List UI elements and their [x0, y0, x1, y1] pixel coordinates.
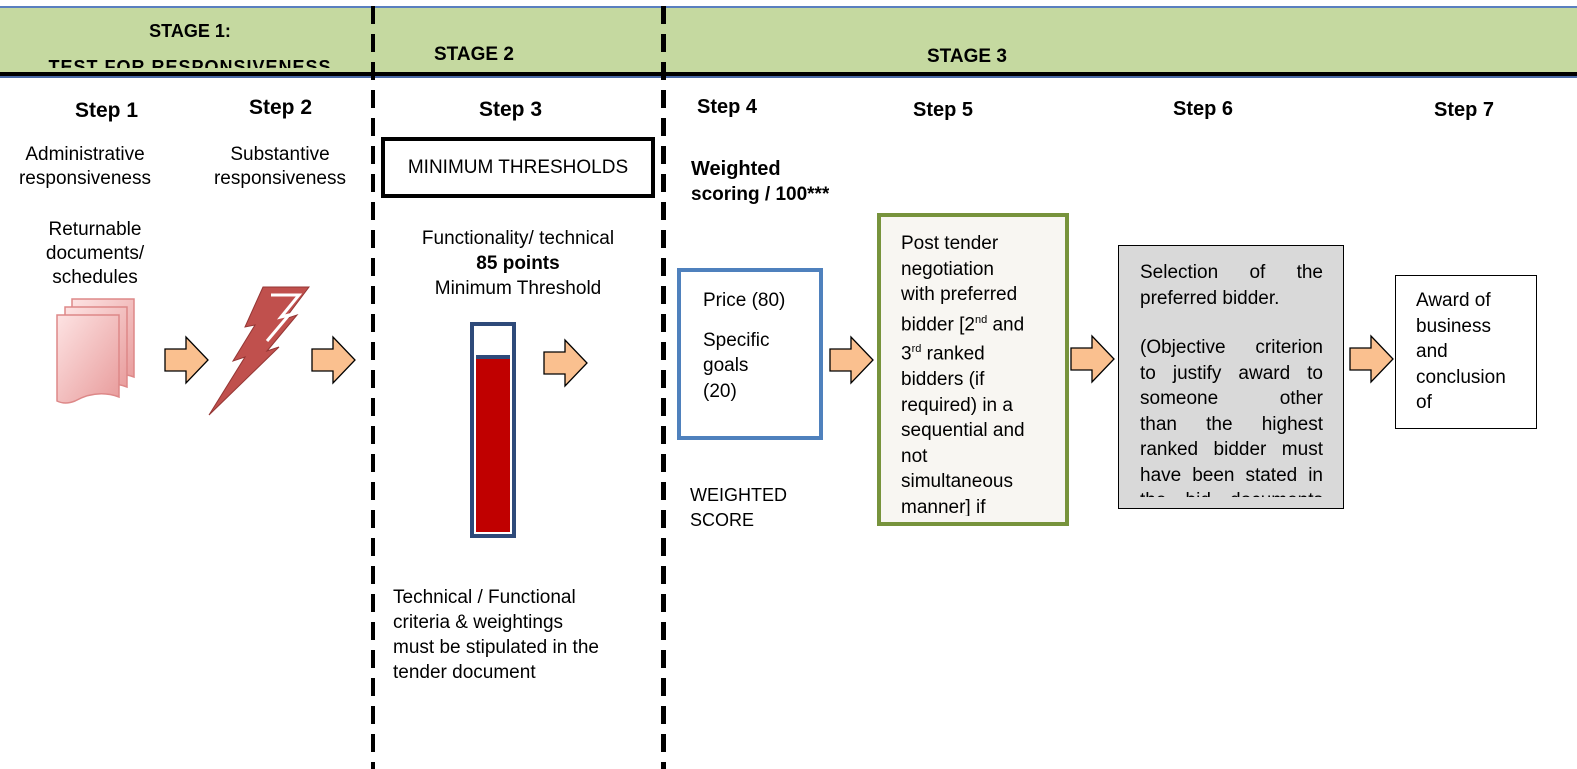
step-7-heading: Step 7: [1434, 99, 1495, 121]
step-4-heading: Step 4: [697, 96, 758, 118]
selection-line: (Objective criterion: [1140, 337, 1323, 358]
stage-separator-2: [661, 6, 666, 769]
points-label: 85 points: [476, 253, 560, 274]
threshold-bar-fill: [476, 355, 510, 532]
negotiation-text-part: bidder [2: [901, 313, 975, 335]
step-1-documents-label: Returnable documents/ schedules: [20, 218, 170, 290]
award-line: of: [1416, 392, 1432, 413]
score-line: WEIGHTED: [690, 485, 787, 505]
step-3-description: Functionality/ technical 85 points Minim…: [383, 226, 653, 301]
selection-line: preferred bidder.: [1140, 287, 1280, 309]
selection-line: the bid documents: [1140, 488, 1323, 497]
selection-line: someone other: [1140, 388, 1323, 409]
arrow-right-icon: [543, 338, 588, 388]
threshold-label: Minimum Threshold: [434, 278, 602, 299]
step-6-heading: Step 6: [1173, 98, 1234, 120]
stage-1-title: STAGE 1: TEST FOR RESPONSIVENESS: [30, 8, 350, 68]
arrow-right-icon: [1070, 334, 1115, 384]
score-line: SCORE: [690, 510, 755, 530]
stage-header-rule-accent: [0, 76, 1577, 78]
stage-header-rule: [0, 72, 1577, 76]
step-1-heading: Step 1: [75, 99, 139, 122]
minimum-thresholds-label: MINIMUM THRESHOLDS: [407, 156, 629, 178]
negotiation-line: manner] if: [901, 496, 986, 516]
note-line: tender document: [393, 662, 536, 683]
heading-line: scoring / 100***: [691, 184, 830, 204]
stage-separator-1: [371, 6, 375, 769]
weighted-scoring-heading: Weighted scoring / 100***: [691, 157, 829, 204]
note-line: must be stipulated in the: [393, 637, 599, 658]
documents-icon: [56, 298, 135, 404]
award-line: Award of: [1416, 290, 1491, 311]
step-2-line: Substantive: [230, 144, 330, 165]
stage-1-subtitle: TEST FOR RESPONSIVENESS: [48, 57, 332, 68]
step-5-heading: Step 5: [913, 99, 974, 121]
superscript: nd: [974, 313, 988, 326]
negotiation-line: with preferred: [901, 284, 1018, 305]
lightning-icon: [208, 286, 310, 416]
selection-line: than the highest: [1140, 413, 1323, 435]
step-2-line: responsiveness: [213, 168, 347, 189]
selection-text: Selection of the preferred bidder. (Obje…: [1140, 260, 1323, 497]
step-3-heading: Step 3: [479, 98, 543, 121]
step-1-description: Administrative responsiveness: [10, 143, 160, 191]
arrow-right-icon: [311, 335, 356, 385]
stage-header-band: [0, 6, 1577, 74]
stage-3-title: STAGE 3: [927, 46, 1007, 67]
documents-label-line: schedules: [52, 267, 138, 288]
documents-label-line: documents/: [45, 243, 145, 264]
award-box: Award of business and conclusion of: [1395, 275, 1537, 429]
negotiation-line: sequential and: [901, 420, 1025, 442]
arrow-right-icon: [829, 335, 874, 385]
selection-box: Selection of the preferred bidder. (Obje…: [1118, 245, 1344, 509]
step-3-note: Technical / Functional criteria & weight…: [393, 585, 653, 685]
negotiation-box: Post tender negotiation with preferred b…: [877, 213, 1069, 526]
negotiation-line: simultaneous: [901, 471, 1013, 493]
goals-line: Specific: [703, 329, 770, 351]
negotiation-text-part: 3: [901, 343, 912, 365]
selection-line: Selection of the: [1140, 262, 1323, 283]
negotiation-line: not: [901, 445, 928, 467]
negotiation-line: Post tender: [901, 233, 999, 254]
documents-label-line: Returnable: [48, 219, 142, 240]
stage-2-title: STAGE 2: [434, 44, 514, 65]
note-line: Technical / Functional: [393, 587, 576, 608]
note-line: criteria & weightings: [393, 612, 564, 633]
negotiation-line: negotiation: [901, 258, 994, 280]
selection-line: ranked bidder must: [1140, 439, 1323, 460]
functionality-label: Functionality/ technical: [421, 228, 615, 249]
heading-line: Weighted: [691, 158, 781, 180]
award-line: and: [1416, 341, 1448, 362]
award-line: conclusion: [1416, 366, 1506, 388]
negotiation-line: bidder [2nd and: [901, 308, 1065, 338]
negotiation-line: required) in a: [901, 394, 1013, 416]
step-2-description: Substantive responsiveness: [205, 143, 355, 191]
selection-line: to justify award to: [1140, 362, 1323, 384]
negotiation-text-part: and: [987, 313, 1025, 335]
negotiation-line: bidders (if: [901, 369, 985, 391]
superscript: rd: [911, 343, 922, 356]
price-goals-box: Price (80) Specific goals (20): [677, 268, 823, 440]
minimum-thresholds-box: MINIMUM THRESHOLDS: [381, 137, 655, 198]
award-line: business: [1416, 315, 1491, 337]
step-2-heading: Step 2: [249, 96, 313, 119]
negotiation-line: 3rd ranked: [901, 337, 1065, 367]
selection-line: have been stated in: [1140, 464, 1323, 486]
threshold-bar: [470, 322, 516, 538]
step-1-line: responsiveness: [18, 168, 152, 189]
step-1-line: Administrative: [25, 144, 145, 165]
stage-1-label: STAGE 1:: [149, 21, 231, 41]
negotiation-text: Post tender negotiation with preferred b…: [901, 231, 1065, 516]
goals-line: goals: [703, 355, 749, 376]
arrow-right-icon: [1349, 334, 1394, 384]
price-label: Price (80): [703, 290, 786, 311]
negotiation-text-part: ranked: [921, 343, 985, 365]
weighted-score-label: WEIGHTED SCORE: [690, 483, 787, 533]
goals-line: (20): [703, 380, 737, 402]
arrow-right-icon: [164, 335, 209, 385]
